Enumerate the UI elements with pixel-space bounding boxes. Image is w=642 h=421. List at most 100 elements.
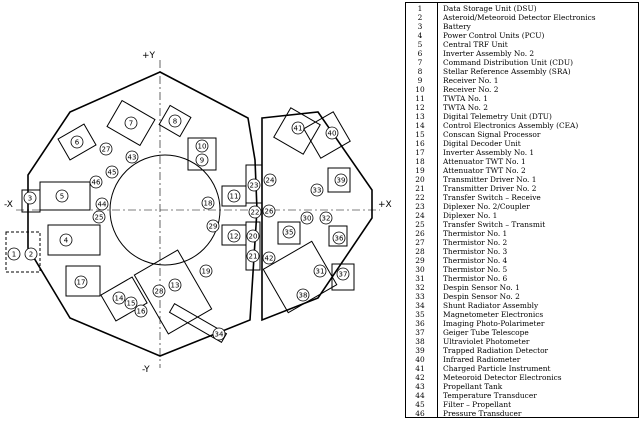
callout-number: 44 [98, 201, 107, 209]
component-callout-27: 27 [99, 142, 113, 156]
legend-number: 7 [417, 58, 423, 67]
box-13 [133, 249, 213, 335]
callout-number: 9 [200, 157, 204, 165]
legend-number: 35 [415, 310, 425, 319]
legend-label: Thermistor No. 4 [443, 256, 508, 265]
callout-circle [246, 229, 260, 243]
callout-number: 33 [313, 187, 322, 195]
box-1-2 [5, 231, 41, 273]
component-callout-33: 33 [310, 183, 324, 197]
callout-circle [24, 247, 38, 261]
legend-label: Inverter Assembly No. 1 [443, 148, 535, 157]
callout-circle [152, 284, 166, 298]
callout-number: 11 [230, 193, 239, 201]
legend-number: 20 [415, 175, 425, 184]
legend-label: Conscan Signal Processor [443, 130, 541, 139]
legend-label: Trapped Radiation Detector [443, 346, 549, 355]
legend-number: 32 [415, 283, 425, 292]
legend-label: Receiver No. 1 [443, 76, 499, 85]
callout-circle [325, 126, 339, 140]
component-callout-1: 1 [7, 247, 21, 261]
callout-number: 46 [92, 179, 101, 187]
legend-label: Meteoroid Detector Electronics [443, 373, 562, 382]
callout-circle [212, 327, 226, 341]
legend-number: 23 [415, 202, 425, 211]
box-6 [57, 123, 97, 161]
callout-number: 31 [316, 268, 325, 276]
legend-label: Battery [443, 22, 471, 31]
callout-circle [99, 142, 113, 156]
component-callout-34: 34 [212, 327, 226, 341]
callout-number: 14 [115, 295, 124, 303]
component-callout-44: 44 [95, 197, 109, 211]
legend-number: 40 [415, 355, 425, 364]
component-callout-43: 43 [125, 150, 139, 164]
legend-label: Thermistor No. 1 [443, 229, 508, 238]
callout-number: 16 [137, 308, 146, 316]
callout-circle [125, 150, 139, 164]
legend-number: 12 [415, 103, 425, 112]
legend-number: 15 [415, 130, 425, 139]
legend-label: TWTA No. 1 [443, 94, 488, 103]
component-callout-19: 19 [199, 264, 213, 278]
axis-label-minus-x: -X [4, 200, 13, 210]
legend-label: TWTA No. 2 [443, 103, 488, 112]
legend-number: 22 [415, 193, 425, 202]
component-callout-29: 29 [206, 219, 220, 233]
box-36 [328, 225, 348, 247]
legend-number: 26 [415, 229, 425, 238]
callout-circle [92, 210, 106, 224]
component-callout-45: 45 [105, 165, 119, 179]
legend-label: Geiger Tube Telescope [443, 328, 529, 337]
callout-number: 24 [266, 177, 275, 185]
callout-number: 41 [294, 125, 303, 133]
callout-circle [282, 225, 296, 239]
callout-number: 15 [127, 300, 136, 308]
box-9-10 [187, 137, 217, 171]
component-callout-6: 6 [70, 135, 84, 149]
legend-label: Propellant Tank [443, 382, 503, 391]
callout-circle [300, 211, 314, 225]
callout-circle [227, 229, 241, 243]
component-callout-32: 32 [319, 211, 333, 225]
legend-number: 8 [417, 67, 423, 76]
callout-number: 43 [128, 154, 137, 162]
callout-number: 38 [299, 292, 308, 300]
component-callout-10: 10 [195, 139, 209, 153]
legend-number: 38 [415, 337, 425, 346]
callout-number: 10 [198, 143, 207, 151]
callout-number: 42 [265, 255, 274, 263]
callout-number: 18 [204, 200, 213, 208]
legend-number: 16 [415, 139, 425, 148]
legend-label: Power Control Units (PCU) [443, 31, 545, 40]
callout-circle [112, 291, 126, 305]
callout-circle [105, 165, 119, 179]
legend-label: Attenuator TWT No. 1 [443, 157, 526, 166]
axis-label-plus-x: +X [378, 200, 392, 210]
callout-circle [55, 189, 69, 203]
legend-label: Data Storage Unit (DSU) [443, 4, 537, 13]
box-38 [262, 240, 338, 314]
legend-number: 6 [417, 49, 423, 58]
legend-label: Charged Particle Instrument [443, 364, 551, 373]
legend-label: Transfer Switch – Transmit [443, 220, 546, 229]
component-callout-17: 17 [74, 275, 88, 289]
legend-label: Digital Telemetry Unit (DTU) [443, 112, 552, 121]
legend-number: 11 [415, 94, 425, 103]
callout-circle [336, 267, 350, 281]
legend-label: Thermistor No. 6 [443, 274, 508, 283]
callout-number: 3 [28, 195, 32, 203]
component-callout-40: 40 [325, 126, 339, 140]
box-23-24 [245, 164, 263, 204]
legend-label: Inverter Assembly No. 2 [443, 49, 535, 58]
callout-circle [74, 275, 88, 289]
callout-number: 32 [322, 215, 331, 223]
component-callout-14: 14 [112, 291, 126, 305]
component-callout-12: 12 [227, 229, 241, 243]
callout-circle [199, 264, 213, 278]
box-37 [331, 263, 355, 291]
component-callout-3: 3 [23, 191, 37, 205]
callout-number: 45 [108, 169, 117, 177]
component-callout-11: 11 [227, 189, 241, 203]
